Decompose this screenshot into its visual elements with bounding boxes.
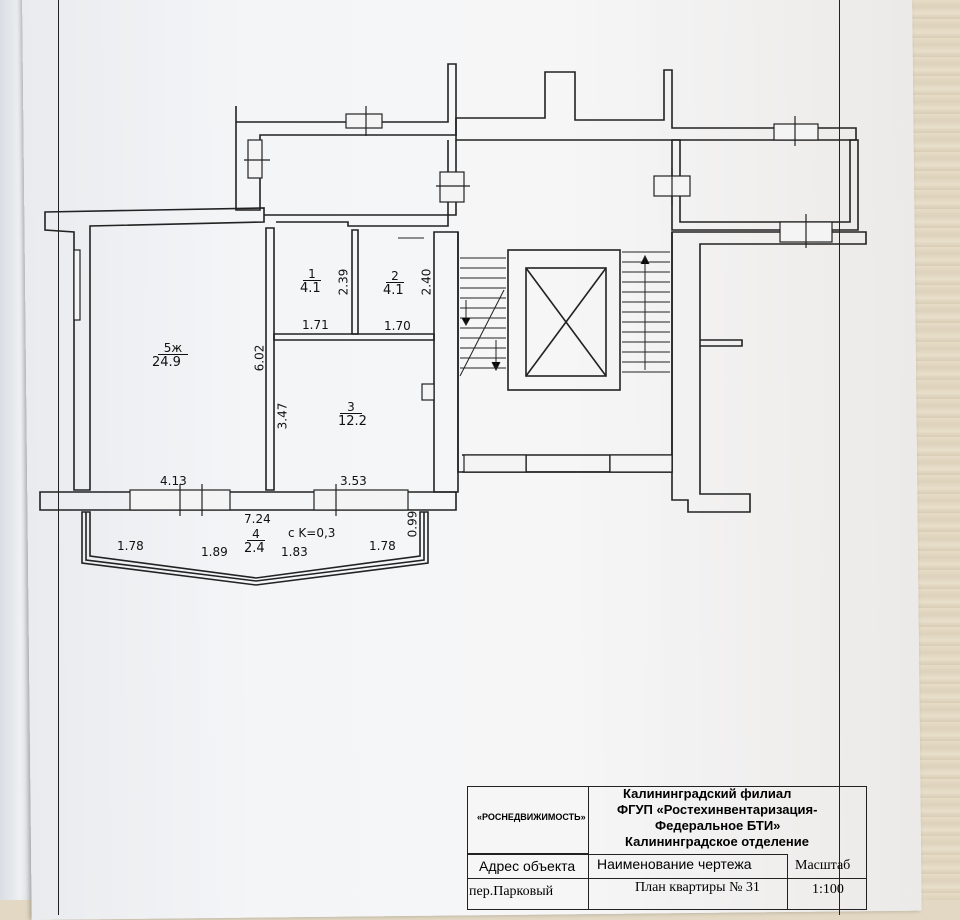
wall-right-block [671,139,859,231]
agency-cell [467,786,589,854]
org-line-1: Калининградский филиал [623,786,792,801]
scale-value: 1:100 [812,882,844,897]
wall-r3-top [273,333,435,341]
room-2-number: 2 [386,270,404,283]
dim-balcony-mid-left: 1.89 [201,545,228,559]
org-line-2: ФГУП «Ростехинвентаризация- [617,802,818,817]
drawing-value: План квартиры № 31 [635,880,760,895]
header-divider [467,878,867,910]
dim-balcony-mid-right: 1.83 [281,545,308,559]
window-marks [73,106,833,516]
dim-total-width: 7.24 [244,512,271,526]
wall-right-stub [700,339,743,347]
drawing-header: Наименование чертежа [597,856,752,872]
dim-r3-height: 3.47 [275,402,290,430]
elevator-car [525,267,607,377]
room-5-area: 24.9 [152,355,181,370]
elevator-cross [525,267,607,377]
address-value: пер.Парковый [469,884,554,899]
stair-treads-right [622,251,670,373]
room-1-number: 1 [303,268,321,281]
wall-apartment-top [44,207,265,491]
dim-balcony-left: 1.78 [117,539,144,553]
org-line-3: Федеральное БТИ» [655,818,781,833]
dim-r2-width: 1.70 [384,319,411,333]
room-3-area: 12.2 [338,414,367,429]
room-1-area: 4.1 [300,281,321,296]
room-5-number: 5ж [158,342,188,355]
balcony-inner [85,512,425,582]
balcony-coefficient: с K=0,3 [288,526,336,540]
dim-r2-height: 2.40 [419,268,434,296]
wall-apartment-inner-top [264,214,449,227]
stair-treads-left [459,257,506,377]
elevator-shaft [507,249,621,391]
wall-upper-outer [235,63,457,211]
wall-r5-right [265,227,275,491]
wall-right-apartment [671,231,867,513]
dim-r5-height: 6.02 [252,344,267,372]
room-4-area: 2.4 [244,541,265,556]
dim-balcony-right: 1.78 [369,539,396,553]
landing-bottom [462,454,672,473]
dim-balcony-depth: 0.99 [405,510,420,538]
agency-name: «РОСНЕДВИЖИМОСТЬ» [477,812,586,822]
dim-r1-width: 1.71 [302,318,329,332]
wall-right-side [433,231,459,493]
wall-r1-r2 [351,229,359,335]
address-header: Адрес объекта [479,858,576,874]
balcony-outer [81,511,429,586]
floor-plan-drawing [39,63,867,586]
dim-r3-width: 3.53 [340,474,367,488]
drawing-frame [58,0,840,915]
scale-header: Масштаб [795,858,851,873]
title-block: «РОСНЕДВИЖИМОСТЬ» Калининградский филиал… [467,780,867,910]
dim-r1-height: 2.39 [336,268,351,296]
org-line-4: Калининградское отделение [625,834,809,849]
dim-r5-width: 4.13 [160,474,187,488]
room-4-number: 4 [247,528,265,541]
room-2-area: 4.1 [383,283,404,298]
room-3-number: 3 [340,401,362,414]
